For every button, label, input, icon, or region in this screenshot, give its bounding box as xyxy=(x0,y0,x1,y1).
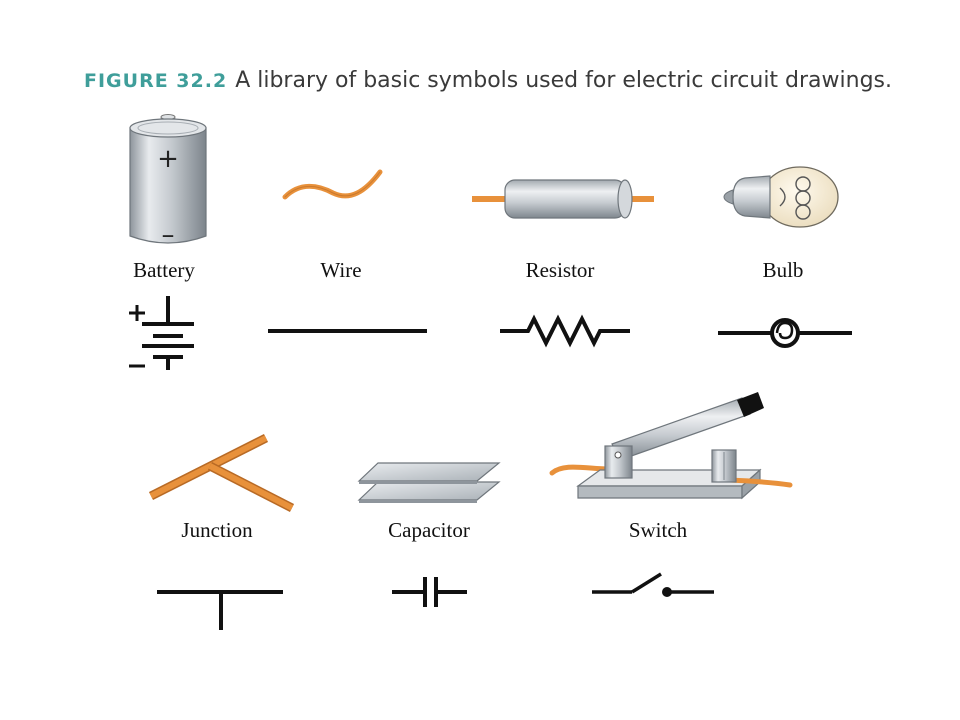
switch-symbol xyxy=(592,572,714,597)
figure-caption: A library of basic symbols used for elec… xyxy=(235,68,893,93)
bulb-illustration xyxy=(723,166,839,228)
battery-minus-mark: – xyxy=(162,220,175,250)
resistor-illustration xyxy=(472,179,654,219)
battery-symbol xyxy=(129,296,194,370)
battery-label: Battery xyxy=(133,258,195,282)
bulb-label: Bulb xyxy=(762,258,804,282)
battery-illustration: + – xyxy=(129,114,207,250)
resistor-symbol xyxy=(500,314,630,348)
junction-label: Junction xyxy=(181,518,253,542)
capacitor-label: Capacitor xyxy=(388,518,470,542)
capacitor-illustration xyxy=(357,462,501,503)
capacitor-symbol xyxy=(392,577,467,607)
bulb-symbol xyxy=(718,318,852,348)
battery-plus-mark: + xyxy=(157,144,179,174)
switch-illustration xyxy=(549,392,793,500)
switch-label: Switch xyxy=(628,518,688,542)
resistor-label: Resistor xyxy=(525,258,595,282)
junction-illustration xyxy=(148,433,295,513)
wire-label: Wire xyxy=(320,258,362,282)
junction-symbol xyxy=(157,590,283,630)
figure-number: FIGURE 32.2 xyxy=(84,70,228,92)
figure-header: FIGURE 32.2 A library of basic symbols us… xyxy=(84,68,892,93)
